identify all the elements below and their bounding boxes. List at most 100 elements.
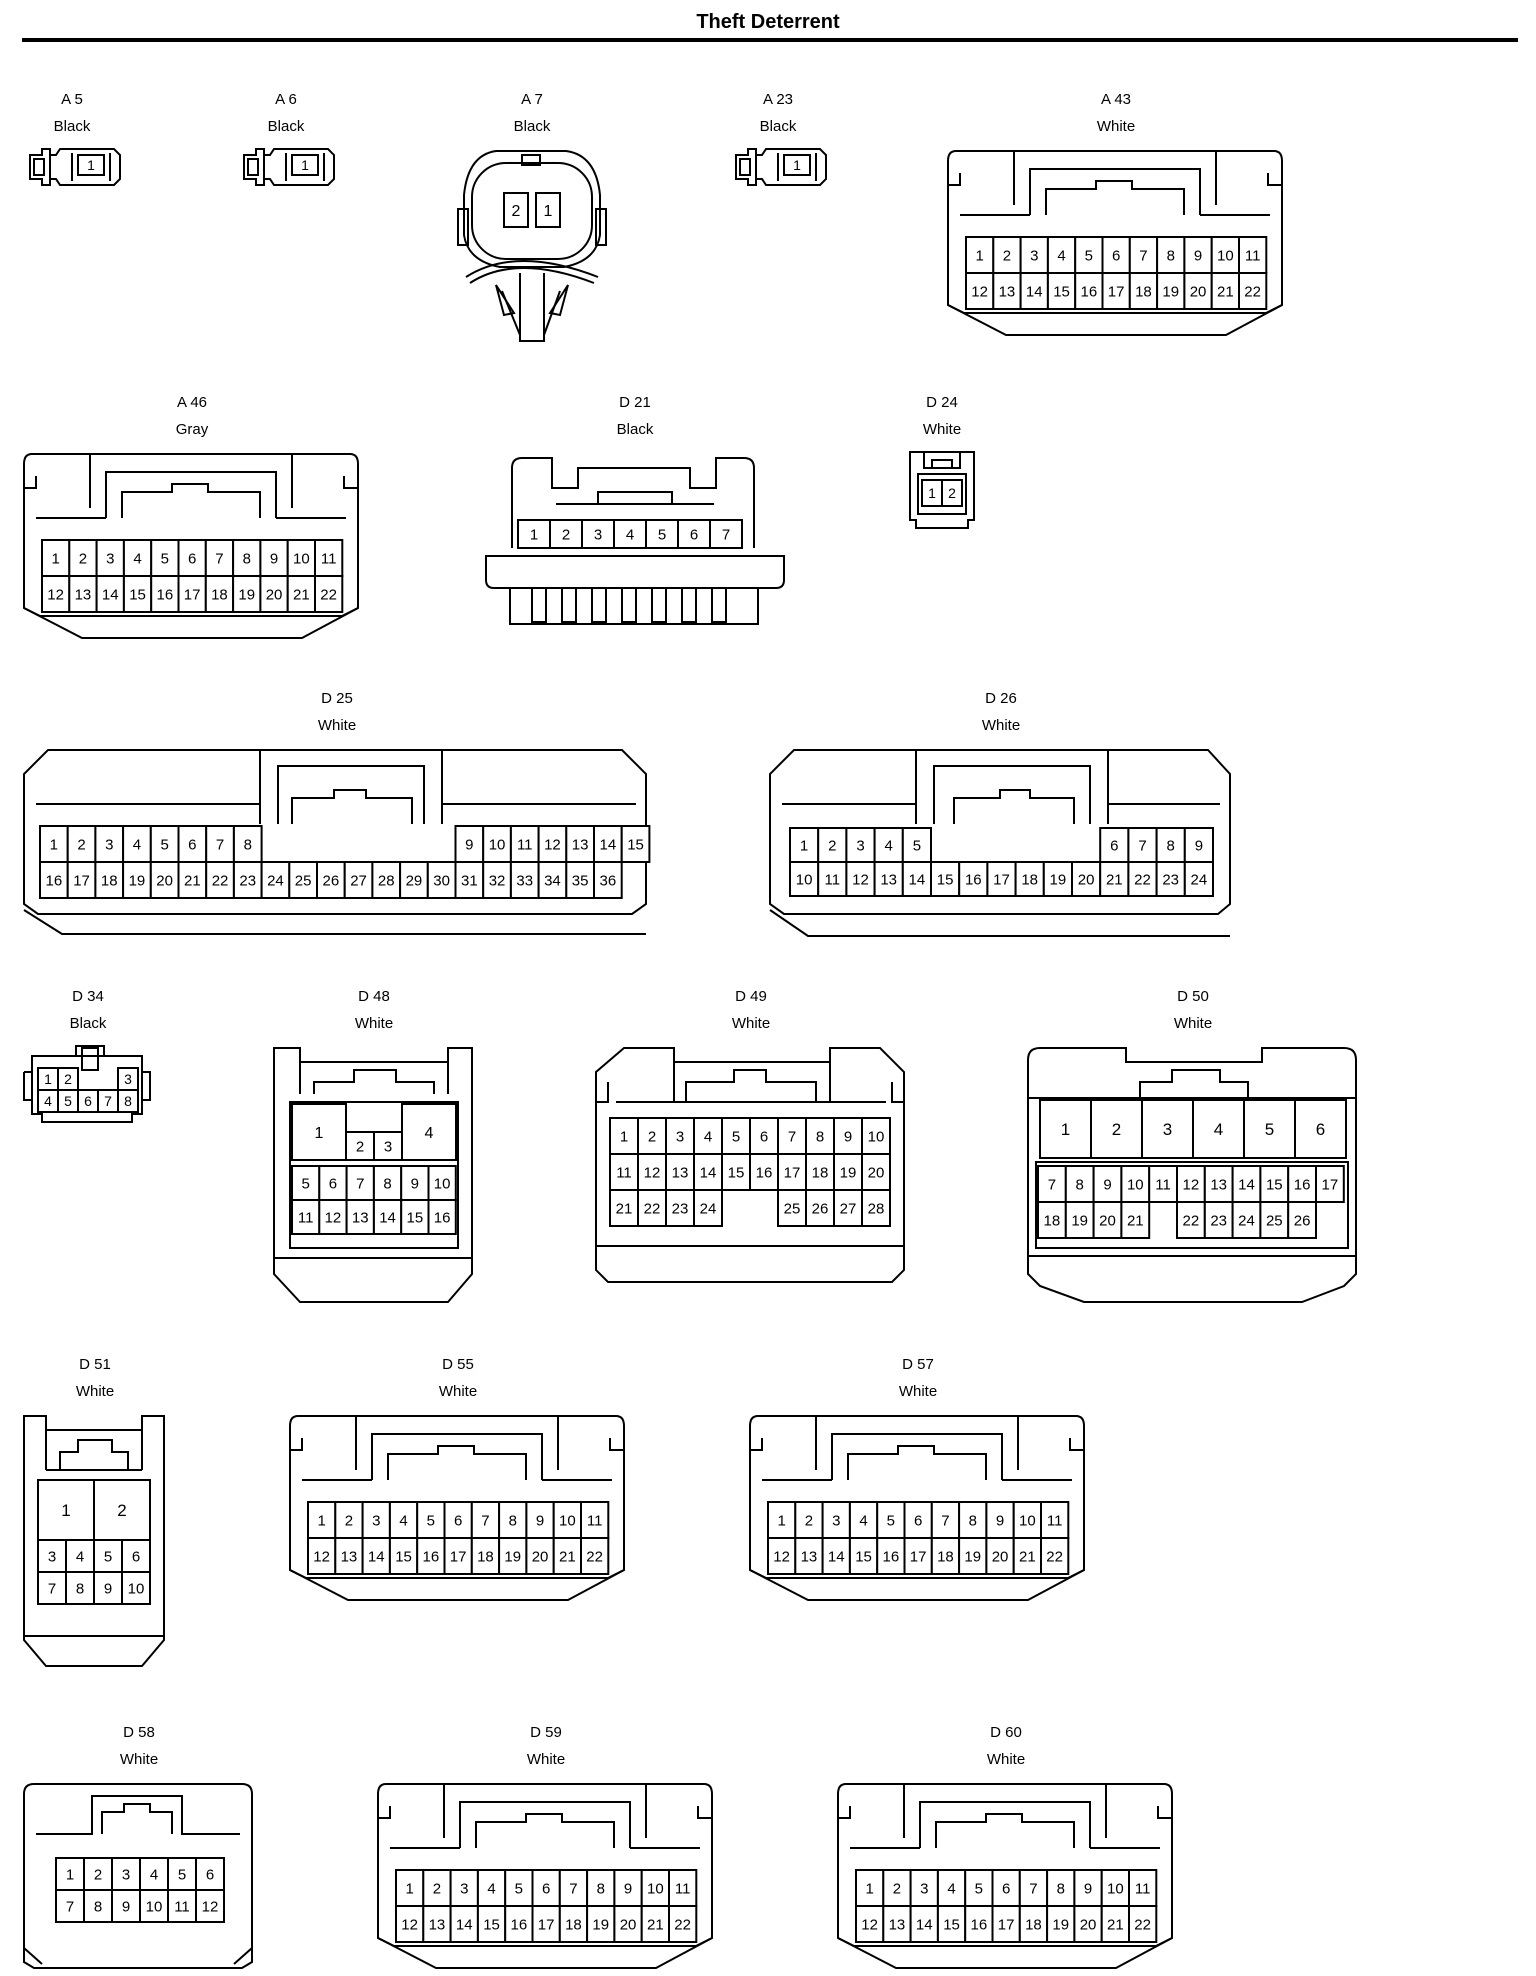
pin-cell-border [845, 827, 876, 863]
pin-cell: 5 [1074, 236, 1104, 274]
connector-id: A 6 [275, 91, 297, 108]
pin-cell: 15 [388, 1537, 419, 1575]
pin-cell: 19 [958, 1537, 988, 1575]
latch-frame [459, 1801, 631, 1848]
pin-cell-border [593, 861, 623, 899]
pin-cell: 1 [517, 519, 551, 549]
connector-color: White [1173, 1015, 1213, 1032]
pin-cell: 19 [122, 861, 152, 899]
connector-color: Gray [175, 421, 209, 438]
pin-cell: 4 [693, 1117, 723, 1155]
pin-number: 5 [161, 550, 169, 567]
pin-number: 20 [156, 872, 173, 889]
pin-cell: 14 [449, 1905, 479, 1943]
pin-cell: 20 [613, 1905, 643, 1943]
pin-number: 7 [1138, 837, 1146, 854]
pin-number: 27 [840, 1200, 857, 1217]
pin-number: 1 [317, 1512, 325, 1529]
pin-cell: 7 [1037, 1165, 1067, 1203]
pin-cell: 15 [848, 1537, 879, 1575]
pin-cell-border [1183, 861, 1214, 897]
pin-cell-border [426, 861, 457, 899]
pin-number: 4 [1214, 1120, 1223, 1139]
pin-cell: 4 [848, 1501, 879, 1539]
pin-cell: 13 [68, 575, 98, 613]
pin-number: 1 [777, 1512, 785, 1529]
pin-number: 20 [266, 586, 283, 603]
pin-cell-border [833, 1189, 863, 1227]
pin-number: 12 [313, 1548, 330, 1565]
pin-cell-border [39, 861, 69, 899]
pin-cell: 3 [909, 1869, 939, 1907]
pin-cell: 15 [400, 1199, 430, 1235]
pin-number: 6 [1112, 247, 1120, 264]
pin-cell: 18 [1018, 1905, 1049, 1943]
pin-number: 8 [244, 836, 252, 853]
pin-number: 7 [1048, 1176, 1056, 1193]
pin-number: 6 [760, 1128, 768, 1145]
pin-cell: 18 [94, 861, 125, 899]
pin-cell: 17 [1315, 1165, 1345, 1203]
pin-number: 13 [341, 1548, 358, 1565]
pin-cell-border [93, 1479, 151, 1541]
pin-number: 13 [1210, 1176, 1227, 1193]
pin-cell: 30 [426, 861, 457, 899]
pin-number: 20 [1099, 1212, 1116, 1229]
pin-cell: 7 [558, 1869, 589, 1907]
pin-number: 13 [672, 1164, 689, 1181]
pin-number: 8 [124, 1093, 132, 1109]
pin-cell: 13 [665, 1153, 695, 1191]
pin-cell-border [400, 1199, 430, 1235]
pin-cell: 14 [1019, 272, 1049, 310]
pin-number: 8 [1167, 837, 1175, 854]
pin-number: 8 [243, 550, 251, 567]
pin-cell: 1 [291, 1103, 347, 1161]
pin-cell: 2 [68, 539, 98, 577]
pin-cell-border [1287, 1201, 1318, 1239]
pin-cell: 15 [930, 861, 961, 897]
pin-cell-border [525, 1537, 555, 1575]
pin-number: 11 [1245, 247, 1261, 264]
pin-cell-border [291, 154, 319, 176]
pin-cell-border [65, 1571, 95, 1605]
pin-window [1035, 1161, 1349, 1249]
pin-number: 4 [1057, 247, 1065, 264]
pin-cell: 4 [1192, 1099, 1245, 1159]
pin-number: 1 [865, 1880, 873, 1897]
pin-cell-border [805, 1189, 835, 1227]
pin-number: 26 [1294, 1212, 1311, 1229]
pin-cell-border [401, 1103, 457, 1161]
pin-cell: 17 [66, 861, 97, 899]
pin-number: 21 [647, 1916, 664, 1933]
pin-cell-border [1014, 861, 1045, 897]
pin-cell: 15 [936, 1905, 967, 1943]
pin-number: 13 [352, 1209, 369, 1226]
pin-number: 2 [512, 203, 521, 220]
pin-number: 5 [301, 1175, 309, 1192]
pin-number: 36 [600, 872, 617, 889]
pin-cell: 12 [1176, 1165, 1206, 1203]
pin-cell-border [307, 1537, 337, 1575]
pin-cell: 6 [195, 1857, 225, 1891]
pin-number: 21 [1127, 1212, 1144, 1229]
pin-cell: 16 [150, 575, 180, 613]
pin-cell: 6 [443, 1501, 473, 1539]
pin-number: 10 [293, 550, 310, 567]
pin-number: 23 [1162, 871, 1179, 888]
housing-bottom [23, 1947, 253, 1965]
pin-number: 1 [544, 203, 553, 220]
pin-cell: 2 [817, 827, 848, 863]
pin-cell: 3 [94, 825, 125, 863]
pin-number: 12 [773, 1548, 790, 1565]
pin-cell: 3 [581, 519, 615, 549]
pin-number: 6 [542, 1880, 550, 1897]
pin-number: 25 [295, 872, 312, 889]
pin-cell-border [637, 1189, 667, 1227]
pin-number: 11 [825, 871, 841, 888]
pin-cell: 16 [427, 1199, 457, 1235]
housing-base [485, 555, 785, 589]
pin-number: 9 [411, 1175, 419, 1192]
pin-number: 13 [999, 283, 1016, 300]
pin-cell-border [1099, 861, 1130, 897]
